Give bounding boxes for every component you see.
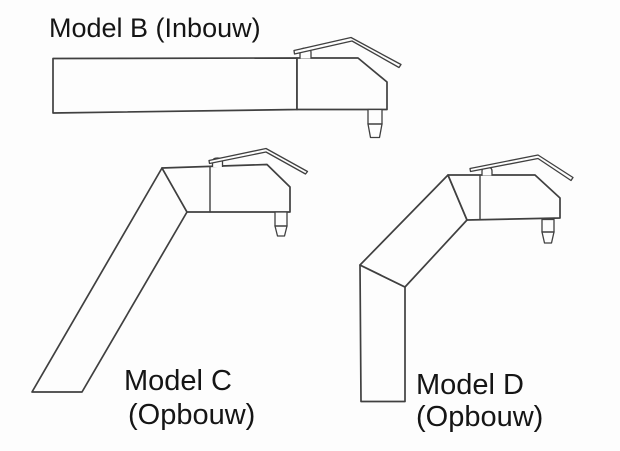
model-d-label: Model D bbox=[416, 369, 524, 401]
model-d-sublabel: (Opbouw) bbox=[416, 401, 544, 433]
model-c-nozzle bbox=[274, 211, 288, 237]
model-c-sublabel: (Opbouw) bbox=[128, 399, 256, 431]
model-d-upper-arm bbox=[359, 174, 468, 288]
model-c-lever-handle bbox=[208, 147, 309, 175]
model-d-lower-arm bbox=[359, 264, 406, 403]
model-d-head bbox=[447, 174, 561, 221]
model-b-lever-handle bbox=[293, 36, 402, 69]
model-d-illustration bbox=[359, 154, 574, 403]
model-b-arm-body bbox=[52, 57, 298, 114]
model-d-lever-handle bbox=[469, 154, 574, 182]
model-c-illustration bbox=[31, 147, 309, 393]
model-c-arm-body bbox=[31, 167, 188, 393]
model-c-head bbox=[161, 163, 291, 213]
model-b-label: Model B (Inbouw) bbox=[49, 13, 261, 43]
model-c-label: Model C bbox=[124, 365, 232, 397]
model-b-illustration bbox=[52, 36, 402, 139]
model-b-head bbox=[296, 57, 388, 111]
model-d-nozzle bbox=[541, 218, 555, 244]
